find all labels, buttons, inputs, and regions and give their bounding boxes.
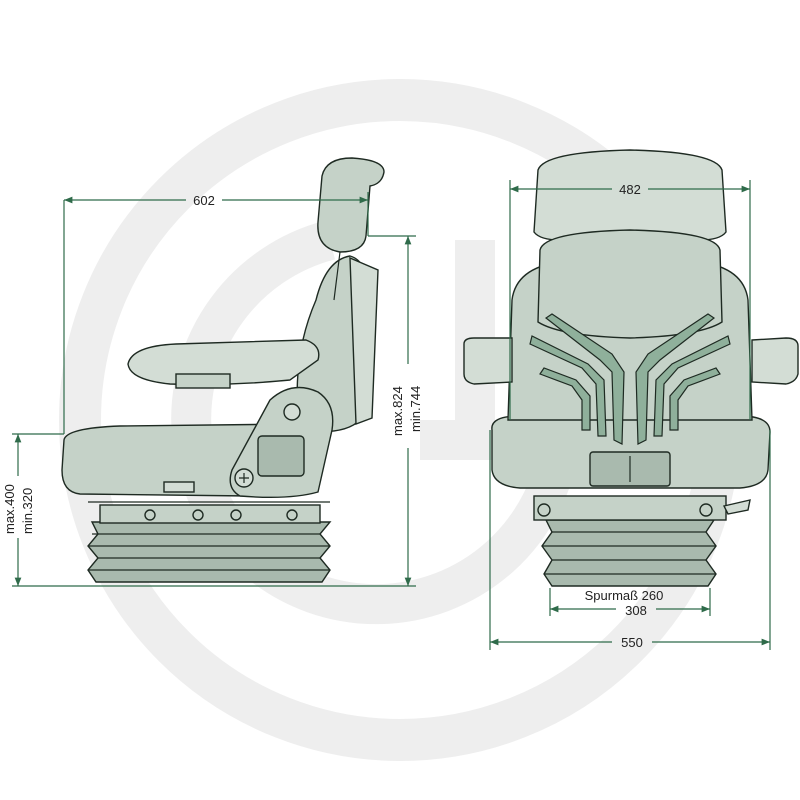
label-height-min: min.744 [408, 386, 423, 432]
front-armrest-left [463, 337, 513, 385]
side-backrest-rear [349, 256, 379, 425]
front-dimensions: 482 Spurmaß 260 308 550 [489, 180, 771, 650]
side-adjust-lever [257, 435, 305, 477]
side-suspension-bellows [87, 521, 332, 583]
label-track-gauge: Spurmaß 260 [585, 588, 664, 603]
label-seat-height-max: max.400 [2, 484, 17, 534]
side-base-rail [99, 504, 321, 524]
side-view-seat [61, 157, 385, 583]
label-backrest-width-482: 482 [619, 182, 641, 197]
front-armrest-right [751, 337, 799, 385]
side-rail-bolts [88, 501, 330, 521]
side-armrest-bracket [175, 373, 231, 389]
label-depth-602: 602 [193, 193, 215, 208]
front-rail-bolt-left [537, 503, 551, 517]
label-seat-height-min: min.320 [20, 488, 35, 534]
side-dimensions: 602 max.824 min.744 max.400 min.320 [2, 192, 423, 587]
side-headrest [317, 157, 385, 253]
label-overall-width-550: 550 [621, 635, 643, 650]
side-adjust-knob [283, 403, 301, 421]
front-base-rail [533, 495, 727, 521]
side-slide-handle [163, 481, 195, 493]
label-height-max: max.824 [390, 386, 405, 436]
front-view-seat [463, 149, 799, 587]
front-backrest-grooves [529, 313, 731, 445]
front-suspension-bellows [541, 519, 717, 587]
front-lever [722, 499, 751, 515]
front-backrest-top [537, 229, 723, 339]
front-rail-bolt-right [699, 503, 713, 517]
label-rail-width-308: 308 [625, 603, 647, 618]
